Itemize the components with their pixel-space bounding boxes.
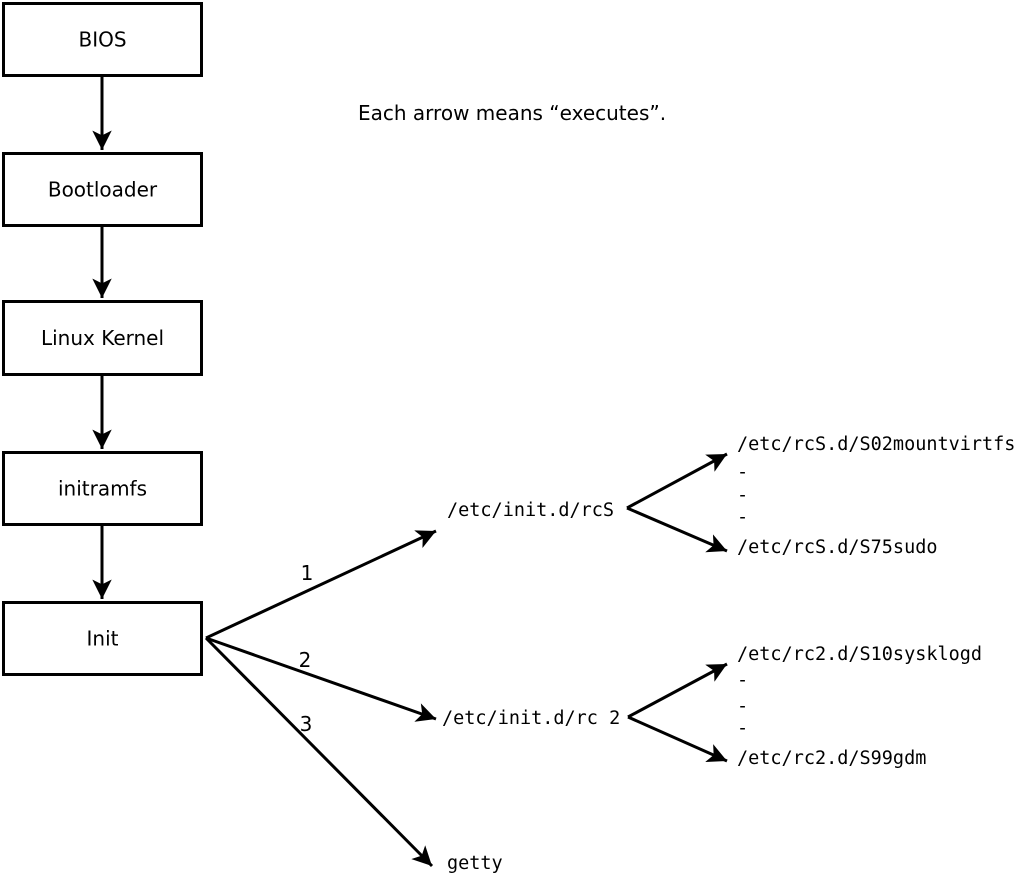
bios-label: BIOS <box>78 28 126 52</box>
branch-number-2: 2 <box>299 648 312 672</box>
arrow-rc2-to-last-script <box>627 715 728 763</box>
rc2-ellipsis-dash: - <box>737 696 748 717</box>
init-box <box>2 601 203 676</box>
arrow-init-to-rc2 <box>205 636 437 722</box>
rc2-ellipsis-dash: - <box>737 670 748 691</box>
arrow-rcs-to-first-script <box>626 452 728 510</box>
rcs-first-script: /etc/rcS.d/S02mountvirtfs <box>737 434 1015 455</box>
linux-kernel-label: Linux Kernel <box>41 326 164 350</box>
initramfs-label: initramfs <box>58 477 147 501</box>
node-linux-kernel: Linux Kernel <box>2 300 203 376</box>
rcs-ellipsis-dash: - <box>737 507 748 528</box>
rcs-ellipsis-dash: - <box>737 485 748 506</box>
arrow-init-to-rcs <box>205 529 437 640</box>
init-label: Init <box>87 627 119 651</box>
bootloader-box <box>2 152 203 227</box>
arrow-rc2-to-first-script <box>627 662 728 719</box>
rcs-script-path: /etc/init.d/rcS <box>447 500 614 521</box>
bootloader-label: Bootloader <box>48 178 158 202</box>
branch-number-3: 3 <box>300 712 313 736</box>
initramfs-box <box>2 451 203 526</box>
rcs-last-script: /etc/rcS.d/S75sudo <box>737 537 937 558</box>
node-bios: BIOS <box>2 2 203 77</box>
rc2-first-script: /etc/rc2.d/S10sysklogd <box>737 644 982 665</box>
getty-label: getty <box>447 853 503 874</box>
caption-note: Each arrow means “executes”. <box>358 101 666 125</box>
node-bootloader: Bootloader <box>2 152 203 227</box>
node-init: Init <box>2 601 203 676</box>
rcs-script-list: /etc/rcS.d/S02mountvirtfs - - - /etc/rcS… <box>737 434 1015 558</box>
rcs-ellipsis-dash: - <box>737 462 748 483</box>
bios-box <box>2 2 203 77</box>
rc2-script-path: /etc/init.d/rc 2 <box>442 708 620 729</box>
branch-number-1: 1 <box>301 561 314 585</box>
rc2-ellipsis-dash: - <box>737 718 748 739</box>
arrow-init-to-getty <box>204 636 434 868</box>
rc2-last-script: /etc/rc2.d/S99gdm <box>737 748 926 769</box>
arrow-rcs-to-last-script <box>626 506 728 553</box>
rc2-script-list: /etc/rc2.d/S10sysklogd - - - /etc/rc2.d/… <box>737 644 982 769</box>
node-initramfs: initramfs <box>2 451 203 526</box>
